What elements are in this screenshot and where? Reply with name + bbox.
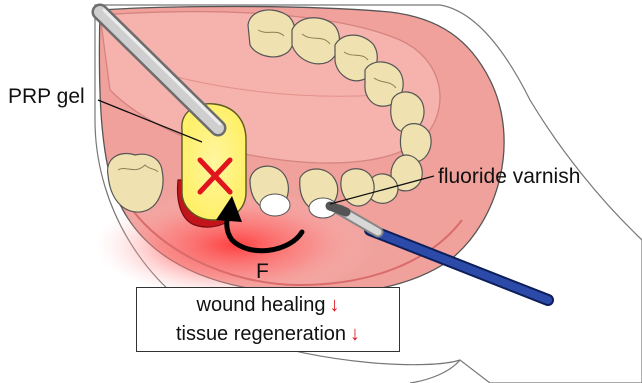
down-arrow-icon: ↓ xyxy=(350,323,360,345)
effect-text: tissue regeneration xyxy=(176,323,346,345)
molar-tooth xyxy=(248,10,295,57)
varnish-coat xyxy=(260,194,290,216)
effect-line-tissue-regeneration: tissue regeneration↓ xyxy=(137,320,399,349)
fluoride-varnish-label: fluoride varnish xyxy=(438,165,580,188)
effects-box: wound healing↓ tissue regeneration↓ xyxy=(136,287,400,352)
effect-text: wound healing xyxy=(197,294,326,316)
down-arrow-icon: ↓ xyxy=(330,294,340,316)
force-label: F xyxy=(256,260,269,283)
effect-line-wound-healing: wound healing↓ xyxy=(137,291,399,320)
prp-gel-label: PRP gel xyxy=(8,85,85,108)
